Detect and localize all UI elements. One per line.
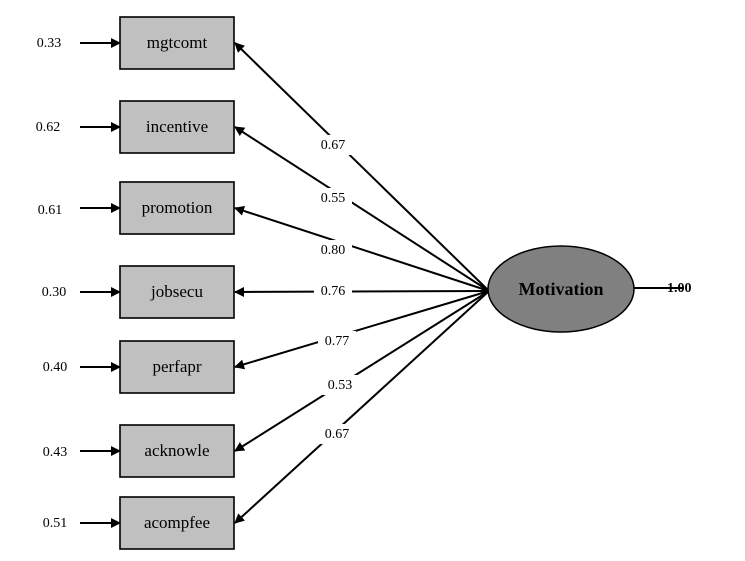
error-variance-label: 0.40 <box>43 360 68 375</box>
error-variance-label: 0.43 <box>43 445 68 460</box>
indicator-box-perfapr <box>119 340 235 394</box>
indicator-label: acknowle <box>144 441 209 460</box>
loading-path-incentive <box>234 126 490 292</box>
factor-loading-label: 0.53 <box>328 378 353 393</box>
loading-path-promotion <box>234 206 490 292</box>
latent-factor-label: Motivation <box>519 279 604 299</box>
loading-label-bg <box>321 375 359 395</box>
indicator-label: perfapr <box>152 357 201 376</box>
error-variance-label: 0.33 <box>37 36 62 51</box>
indicator-box-acknowle <box>119 424 235 478</box>
indicator-box-jobsecu <box>119 265 235 319</box>
loading-label-bg <box>314 188 352 208</box>
error-variance-label: 0.30 <box>42 285 67 300</box>
loading-label-bg <box>318 424 356 444</box>
indicator-label: jobsecu <box>150 282 203 301</box>
factor-loading-label: 0.67 <box>321 138 346 153</box>
error-variance-label: 0.51 <box>43 516 68 531</box>
indicator-label: incentive <box>146 117 208 136</box>
indicator-box-mgtcomt <box>119 16 235 70</box>
factor-loading-label: 0.67 <box>325 427 350 442</box>
loading-path-perfapr <box>234 290 490 370</box>
loading-label-bg <box>314 240 352 260</box>
indicator-box-incentive <box>119 100 235 154</box>
loading-label-bg <box>314 135 352 155</box>
latent-variance-label: 1.00 <box>667 281 692 296</box>
factor-loading-label: 0.77 <box>325 334 350 349</box>
indicator-box-promotion <box>119 181 235 235</box>
indicator-label: promotion <box>142 198 213 217</box>
loading-label-bg <box>314 281 352 301</box>
loading-path-acompfee <box>234 290 490 524</box>
error-variance-label: 0.61 <box>38 203 63 218</box>
loading-path-mgtcomt <box>234 42 490 292</box>
error-variance-label: 0.62 <box>36 120 61 135</box>
indicator-label: mgtcomt <box>147 33 208 52</box>
factor-loading-label: 0.80 <box>321 243 346 258</box>
indicator-box-acompfee <box>119 496 235 550</box>
loading-path-acknowle <box>234 290 490 452</box>
factor-loading-label: 0.76 <box>321 284 346 299</box>
indicator-label: acompfee <box>144 513 210 532</box>
loading-path-jobsecu <box>234 286 490 297</box>
loading-label-bg <box>318 331 356 351</box>
factor-loading-label: 0.55 <box>321 191 346 206</box>
